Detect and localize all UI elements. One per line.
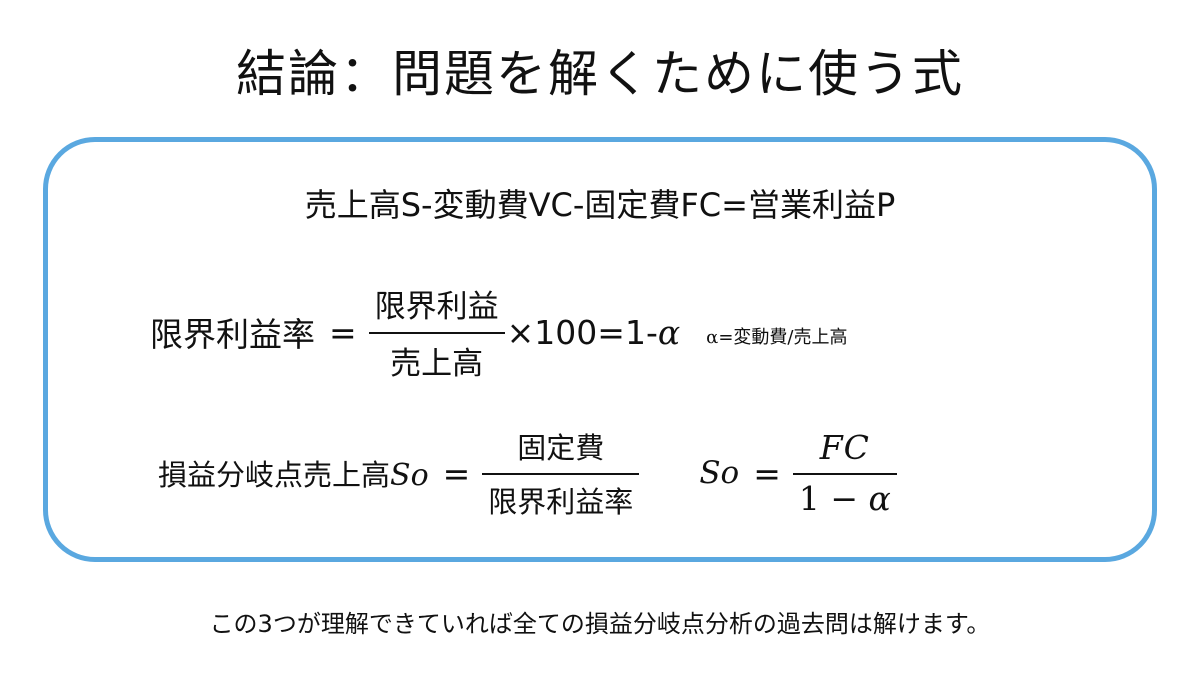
denominator: 売上高 (368, 332, 505, 383)
denominator-alpha: α (868, 479, 891, 518)
footer-note: この3つが理解できていれば全ての損益分岐点分析の過去問は解けます。 (209, 610, 991, 638)
fraction-2: FC 1 − α (792, 428, 897, 518)
marginal-profit-ratio-label: 限界利益率 (150, 315, 315, 354)
equals-sign: = (442, 453, 471, 493)
equals-sign: = (329, 312, 357, 352)
so-variable-2: So (699, 455, 740, 491)
formula-marginal-profit-ratio: 限界利益率 = 限界利益 売上高 ×100=1-α α=変動費/売上高 (150, 281, 847, 383)
fraction: 固定費 限界利益率 (482, 425, 640, 521)
denominator-one-minus-alpha: 1 − α (792, 473, 897, 518)
tail-prefix: ×100=1- (506, 312, 658, 352)
equals-sign-2: = (753, 453, 781, 493)
denominator: 限界利益率 (482, 473, 640, 521)
formula-profit: 売上高S-変動費VC-固定費FC=営業利益P (304, 186, 896, 224)
numerator-fc: FC (819, 428, 870, 467)
note-alpha-symbol: α (706, 327, 719, 348)
so-variable: So (390, 458, 429, 493)
break-even-sales-text: 損益分岐点売上高 (158, 458, 391, 492)
numerator: 限界利益 (374, 289, 499, 325)
formula-break-even-sales: 損益分岐点売上高So = 固定費 限界利益率 So = FC 1 − α (158, 418, 897, 528)
numerator: 固定費 (517, 431, 605, 465)
alpha-symbol: α (657, 312, 681, 352)
formula-tail: ×100=1-α (507, 313, 681, 352)
alpha-definition-note: α=変動費/売上高 (706, 323, 847, 349)
denominator-prefix: 1 − (798, 479, 869, 518)
note-text: =変動費/売上高 (718, 327, 848, 348)
break-even-sales-label: 損益分岐点売上高So (158, 452, 429, 494)
page-title: 結論：問題を解くために使う式 (236, 45, 964, 103)
formula-box (43, 137, 1157, 562)
fraction: 限界利益 売上高 (368, 281, 505, 383)
